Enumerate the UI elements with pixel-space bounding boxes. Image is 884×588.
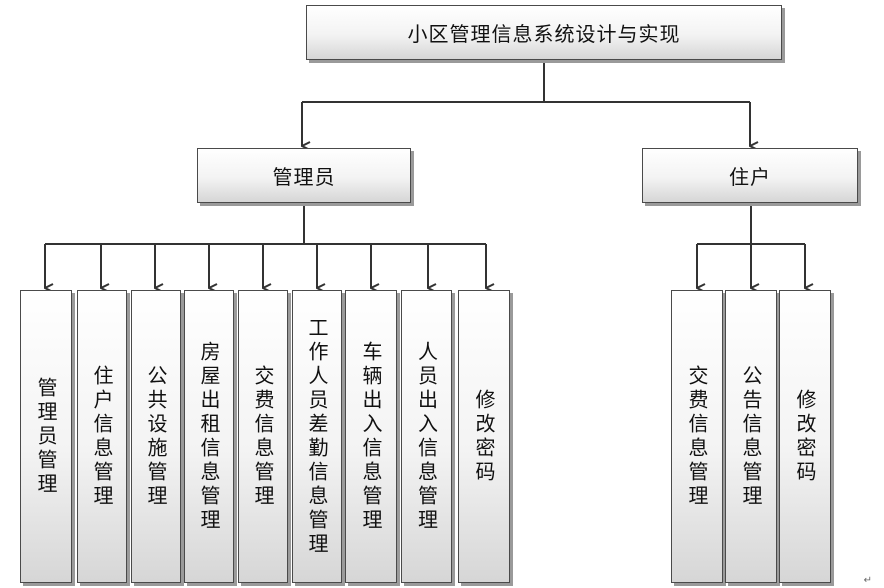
module-label: 交费信息管理 <box>251 364 275 509</box>
module-label: 交费信息管理 <box>685 364 709 509</box>
module-label: 房屋出租信息管理 <box>197 340 221 533</box>
module-public-facilities: 公共设施管理 <box>131 290 181 583</box>
module-label: 工作人员差勤信息管理 <box>305 316 329 557</box>
module-resident-change-password: 修改密码 <box>779 290 831 583</box>
module-person-access-info: 人员出入信息管理 <box>401 290 452 583</box>
module-house-rental-info: 房屋出租信息管理 <box>184 290 234 583</box>
module-admin-management: 管理员管理 <box>20 290 72 583</box>
root-node-label: 小区管理信息系统设计与实现 <box>407 22 681 46</box>
module-label: 公共设施管理 <box>144 364 168 509</box>
module-resident-notice-info: 公告信息管理 <box>725 290 777 583</box>
role-node-admin-label: 管理员 <box>272 165 336 189</box>
module-label: 住户信息管理 <box>90 364 114 509</box>
module-label: 人员出入信息管理 <box>414 340 439 533</box>
module-label: 公告信息管理 <box>739 364 763 509</box>
module-resident-payment-info: 交费信息管理 <box>671 290 723 583</box>
module-label: 车辆出入信息管理 <box>359 340 383 533</box>
module-admin-change-password: 修改密码 <box>458 290 510 583</box>
module-vehicle-access-info: 车辆出入信息管理 <box>345 290 397 583</box>
module-payment-info: 交费信息管理 <box>238 290 288 583</box>
module-resident-info: 住户信息管理 <box>77 290 127 583</box>
role-node-admin: 管理员 <box>197 148 411 203</box>
paragraph-mark: ↵ <box>863 575 872 586</box>
module-staff-attendance-info: 工作人员差勤信息管理 <box>292 290 342 583</box>
role-node-resident-label: 住户 <box>729 165 771 189</box>
module-label: 修改密码 <box>793 388 817 485</box>
module-label: 修改密码 <box>472 388 496 485</box>
module-label: 管理员管理 <box>34 376 58 497</box>
role-node-resident: 住户 <box>642 148 858 203</box>
root-node: 小区管理信息系统设计与实现 <box>306 5 782 60</box>
